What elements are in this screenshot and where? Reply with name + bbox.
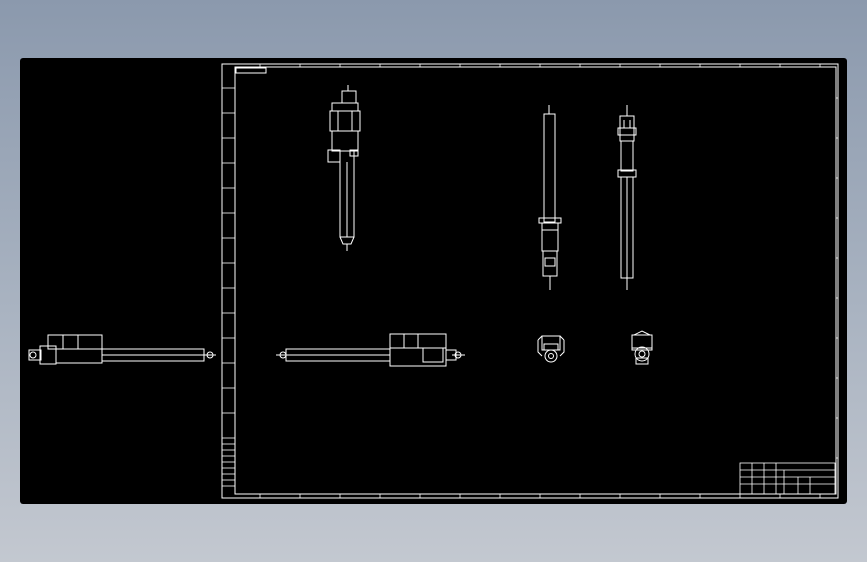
front-view-vertical [327, 85, 361, 251]
cad-drawing-canvas[interactable] [20, 58, 847, 504]
end-view-right [631, 330, 653, 365]
drawing-sheet-border [221, 63, 839, 499]
side-view-vertical-left [538, 105, 562, 290]
bottom-ruler-ticks [259, 494, 821, 498]
top-view-horizontal [276, 333, 465, 367]
drawing-frame-inner [234, 66, 837, 495]
end-view-left [537, 335, 565, 363]
title-block [739, 462, 836, 495]
outside-horizontal-view [28, 334, 216, 365]
side-view-vertical-right [617, 105, 637, 290]
sheet-number-box [235, 67, 267, 74]
left-ruler-ticks [222, 87, 235, 487]
cad-model-viewport[interactable] [20, 58, 847, 504]
top-ruler-ticks [259, 64, 821, 67]
right-ruler-ticks [836, 97, 838, 459]
